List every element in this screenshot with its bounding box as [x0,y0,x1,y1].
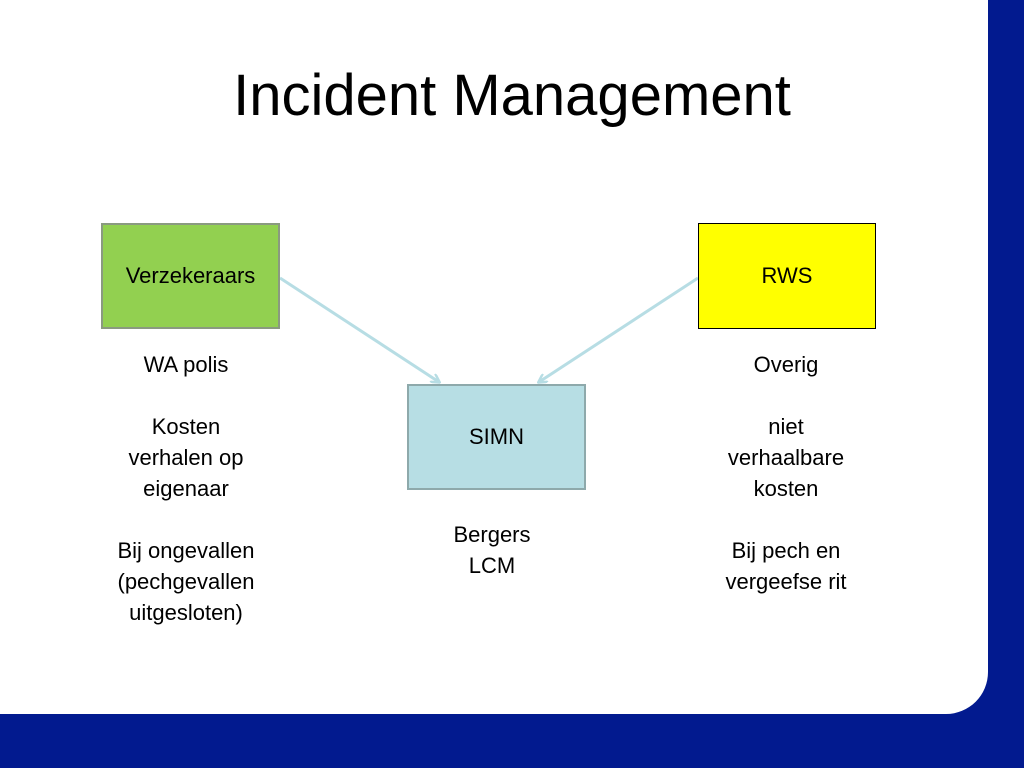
verzekeraars-description: WA polis Kosten verhalen op eigenaar Bij… [117,352,255,625]
node-simn: SIMN [407,384,586,490]
node-label: SIMN [469,424,524,449]
rws-description: Overig niet verhaalbare kosten Bij pech … [725,352,847,594]
arrow-rws-to-simn [539,276,699,382]
node-label: RWS [761,263,813,288]
node-label: Verzekeraars [125,263,256,288]
slide-background [0,0,988,714]
simn-description: Bergers LCM [453,522,531,578]
node-rws: RWS [698,223,876,329]
node-verzekeraars: Verzekeraars [101,223,280,329]
slide-title: Incident Management [233,63,791,128]
arrow-verzekeraars-to-simn [279,276,439,382]
